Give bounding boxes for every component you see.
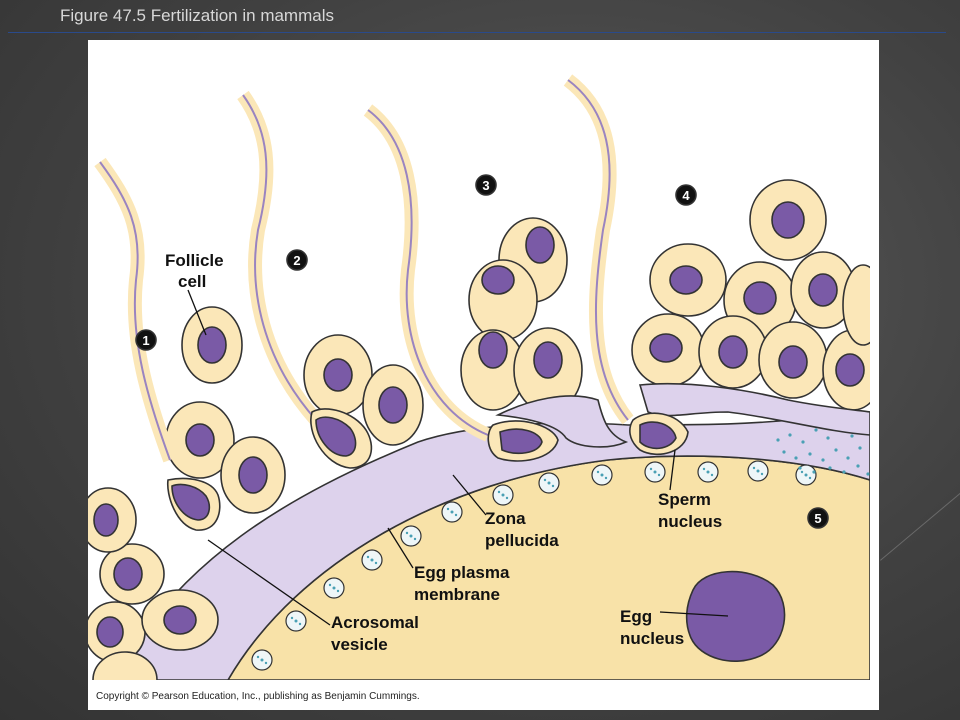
label-acrosomal-vesicle-line1: Acrosomal — [331, 613, 419, 632]
sperm-step-1 — [94, 157, 221, 531]
fertilization-diagram: 1 2 3 4 5 Follicle cell Zona pellucida E… — [88, 40, 879, 710]
sperm-step-3 — [363, 104, 629, 462]
leader-follicle-cell — [187, 289, 207, 336]
leader-egg-nucleus — [659, 611, 729, 617]
label-follicle-cell-line1: Follicle — [165, 251, 224, 270]
slide-title: Figure 47.5 Fertilization in mammals — [60, 6, 334, 25]
step-marker-4 — [675, 184, 697, 206]
label-egg-nucleus-line1: Egg — [620, 607, 652, 626]
label-sperm-nucleus-line2: nucleus — [658, 512, 722, 531]
label-zona-pellucida-line1: Zona — [485, 509, 526, 528]
step-marker-3 — [475, 174, 497, 196]
step-number-3: 3 — [482, 178, 489, 193]
label-sperm-nucleus-line1: Sperm — [658, 490, 711, 509]
sperm-step-2 — [237, 90, 373, 469]
cortical-reaction-dots — [776, 424, 870, 476]
label-egg-plasma-membrane-line1: Egg plasma — [414, 563, 510, 582]
follicle-cell — [842, 264, 870, 346]
step-marker-1 — [135, 329, 157, 351]
label-egg-plasma-membrane-line2: membrane — [414, 585, 500, 604]
egg-nucleus — [685, 570, 786, 662]
copyright-notice: Copyright © Pearson Education, Inc., pub… — [96, 691, 420, 702]
decorative-line — [880, 482, 960, 561]
leader-zona-pellucida — [452, 474, 487, 516]
step-number-2: 2 — [293, 253, 300, 268]
step-number-5: 5 — [814, 511, 821, 526]
leader-sperm-nucleus — [669, 449, 676, 491]
step-marker-2 — [286, 249, 308, 271]
follicle-cell — [92, 651, 158, 680]
label-follicle-cell-line2: cell — [178, 272, 206, 291]
title-divider — [8, 32, 946, 33]
leader-egg-plasma-membrane — [387, 527, 414, 569]
sperm-step-4 — [563, 74, 870, 456]
step-marker-5 — [807, 507, 829, 529]
label-acrosomal-vesicle-line2: vesicle — [331, 635, 388, 654]
leader-acrosomal-vesicle — [207, 539, 331, 626]
label-zona-pellucida-line2: pellucida — [485, 531, 559, 550]
step-number-1: 1 — [142, 333, 149, 348]
step-markers — [135, 174, 829, 529]
step-number-4: 4 — [682, 188, 690, 203]
zona-pellucida — [112, 411, 870, 680]
label-egg-nucleus-line2: nucleus — [620, 629, 684, 648]
